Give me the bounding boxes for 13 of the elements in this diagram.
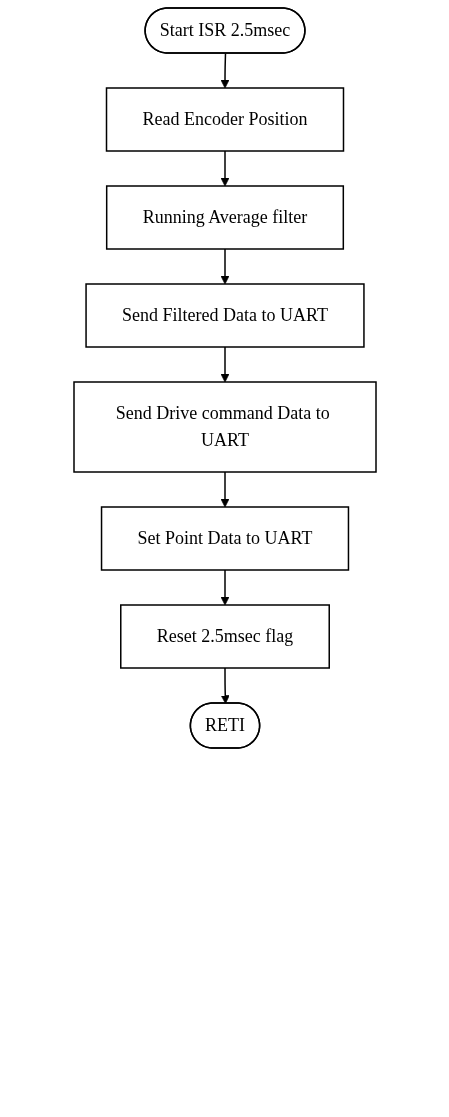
node-box: Reset 2.5msec flag [119, 604, 330, 669]
arrow [220, 471, 229, 508]
arrow [220, 248, 229, 285]
node-box: Running Average filter [105, 185, 344, 250]
arrow [220, 150, 229, 187]
arrow [220, 667, 230, 704]
node-box: Read Encoder Position [105, 87, 344, 152]
node-box: Send Drive command Data to UART [72, 381, 377, 473]
arrow [220, 569, 229, 606]
node-box: Set Point Data to UART [100, 506, 349, 571]
node-box: Send Filtered Data to UART [84, 283, 365, 348]
arrow [220, 52, 229, 89]
arrow [220, 346, 229, 383]
